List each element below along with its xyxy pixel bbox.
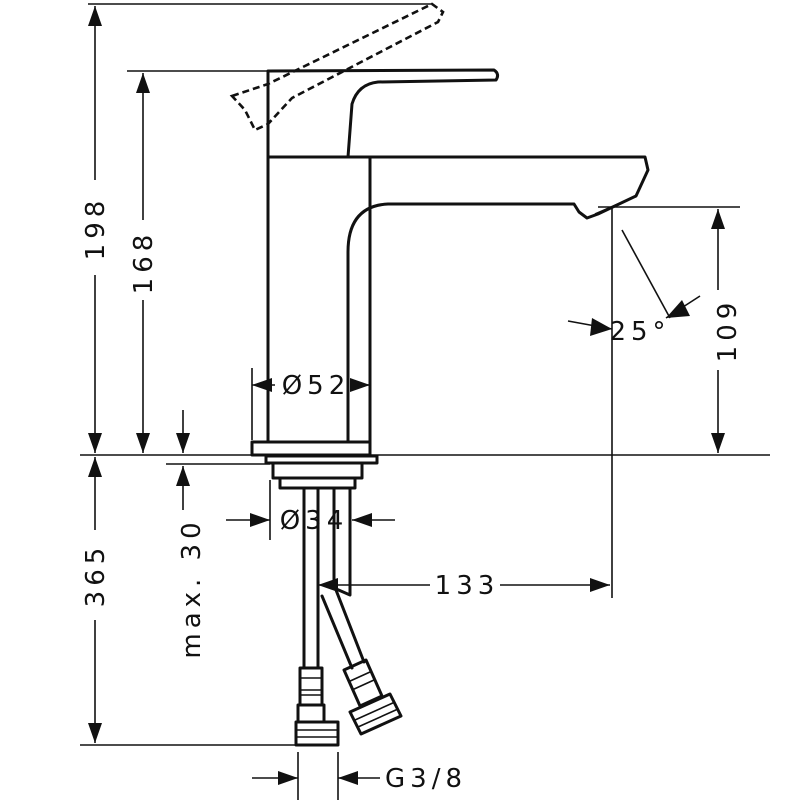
supply-hose-right (320, 588, 366, 670)
dim-365: 365 (81, 543, 111, 608)
dim-g3-8: G3/8 (385, 764, 467, 794)
supply-hose-right-fitting (342, 658, 403, 736)
mounting-shank (264, 454, 379, 490)
spout (346, 155, 650, 444)
dim-diameter-34: Ø34 (280, 506, 349, 536)
supply-hose-left (302, 486, 320, 670)
supply-hose-left-fitting (294, 666, 340, 747)
dim-198: 198 (81, 196, 111, 261)
lever-open-position (229, 2, 445, 132)
dimension-labels: 198 168 365 max. 30 109 25° Ø52 Ø34 133 … (81, 196, 743, 794)
dim-diameter-52: Ø52 (282, 371, 351, 401)
dimension-lines (80, 3, 770, 800)
dim-168: 168 (129, 230, 159, 295)
faucet-outline (229, 2, 650, 747)
threaded-rod (332, 486, 352, 597)
dim-133: 133 (435, 571, 500, 601)
handle-lever (266, 68, 500, 159)
spout-aerator (594, 197, 633, 215)
dim-109: 109 (713, 298, 743, 363)
dim-25-degrees: 25° (609, 317, 670, 347)
base-ring (250, 440, 372, 457)
dim-max-30: max. 30 (177, 517, 207, 658)
